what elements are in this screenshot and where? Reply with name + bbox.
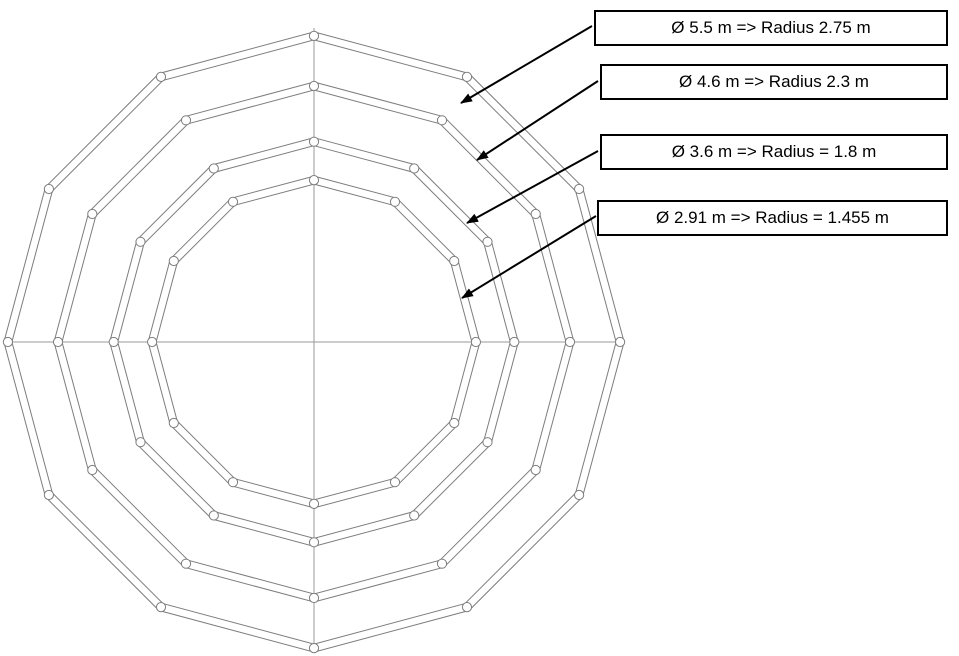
callout-label: Ø 4.6 m => Radius 2.3 m: [679, 72, 869, 91]
callout-box-diameter-3-6m: Ø 3.6 m => Radius = 1.8 m: [600, 134, 948, 170]
callout-arrow-4: [461, 215, 597, 299]
callout-label: Ø 2.91 m => Radius = 1.455 m: [656, 208, 889, 227]
ring-3.6m: [108, 136, 520, 548]
callout-box-diameter-5-5m: Ø 5.5 m => Radius 2.75 m: [594, 10, 948, 46]
axis-lines: [6, 28, 624, 652]
ring-4.6m: [52, 80, 576, 604]
callout-arrow-2: [476, 80, 599, 161]
callout-label: Ø 3.6 m => Radius = 1.8 m: [671, 142, 877, 161]
callout-box-diameter-2-91m: Ø 2.91 m => Radius = 1.455 m: [597, 200, 948, 236]
ring-5.5m: [2, 30, 626, 654]
callout-label: Ø 5.5 m => Radius 2.75 m: [671, 18, 871, 37]
ring-2.91m: [147, 175, 481, 509]
callout-arrow-3: [466, 150, 599, 224]
callout-arrows: [460, 25, 599, 299]
callout-box-diameter-4-6m: Ø 4.6 m => Radius 2.3 m: [600, 64, 948, 100]
callout-arrow-1: [460, 25, 593, 104]
